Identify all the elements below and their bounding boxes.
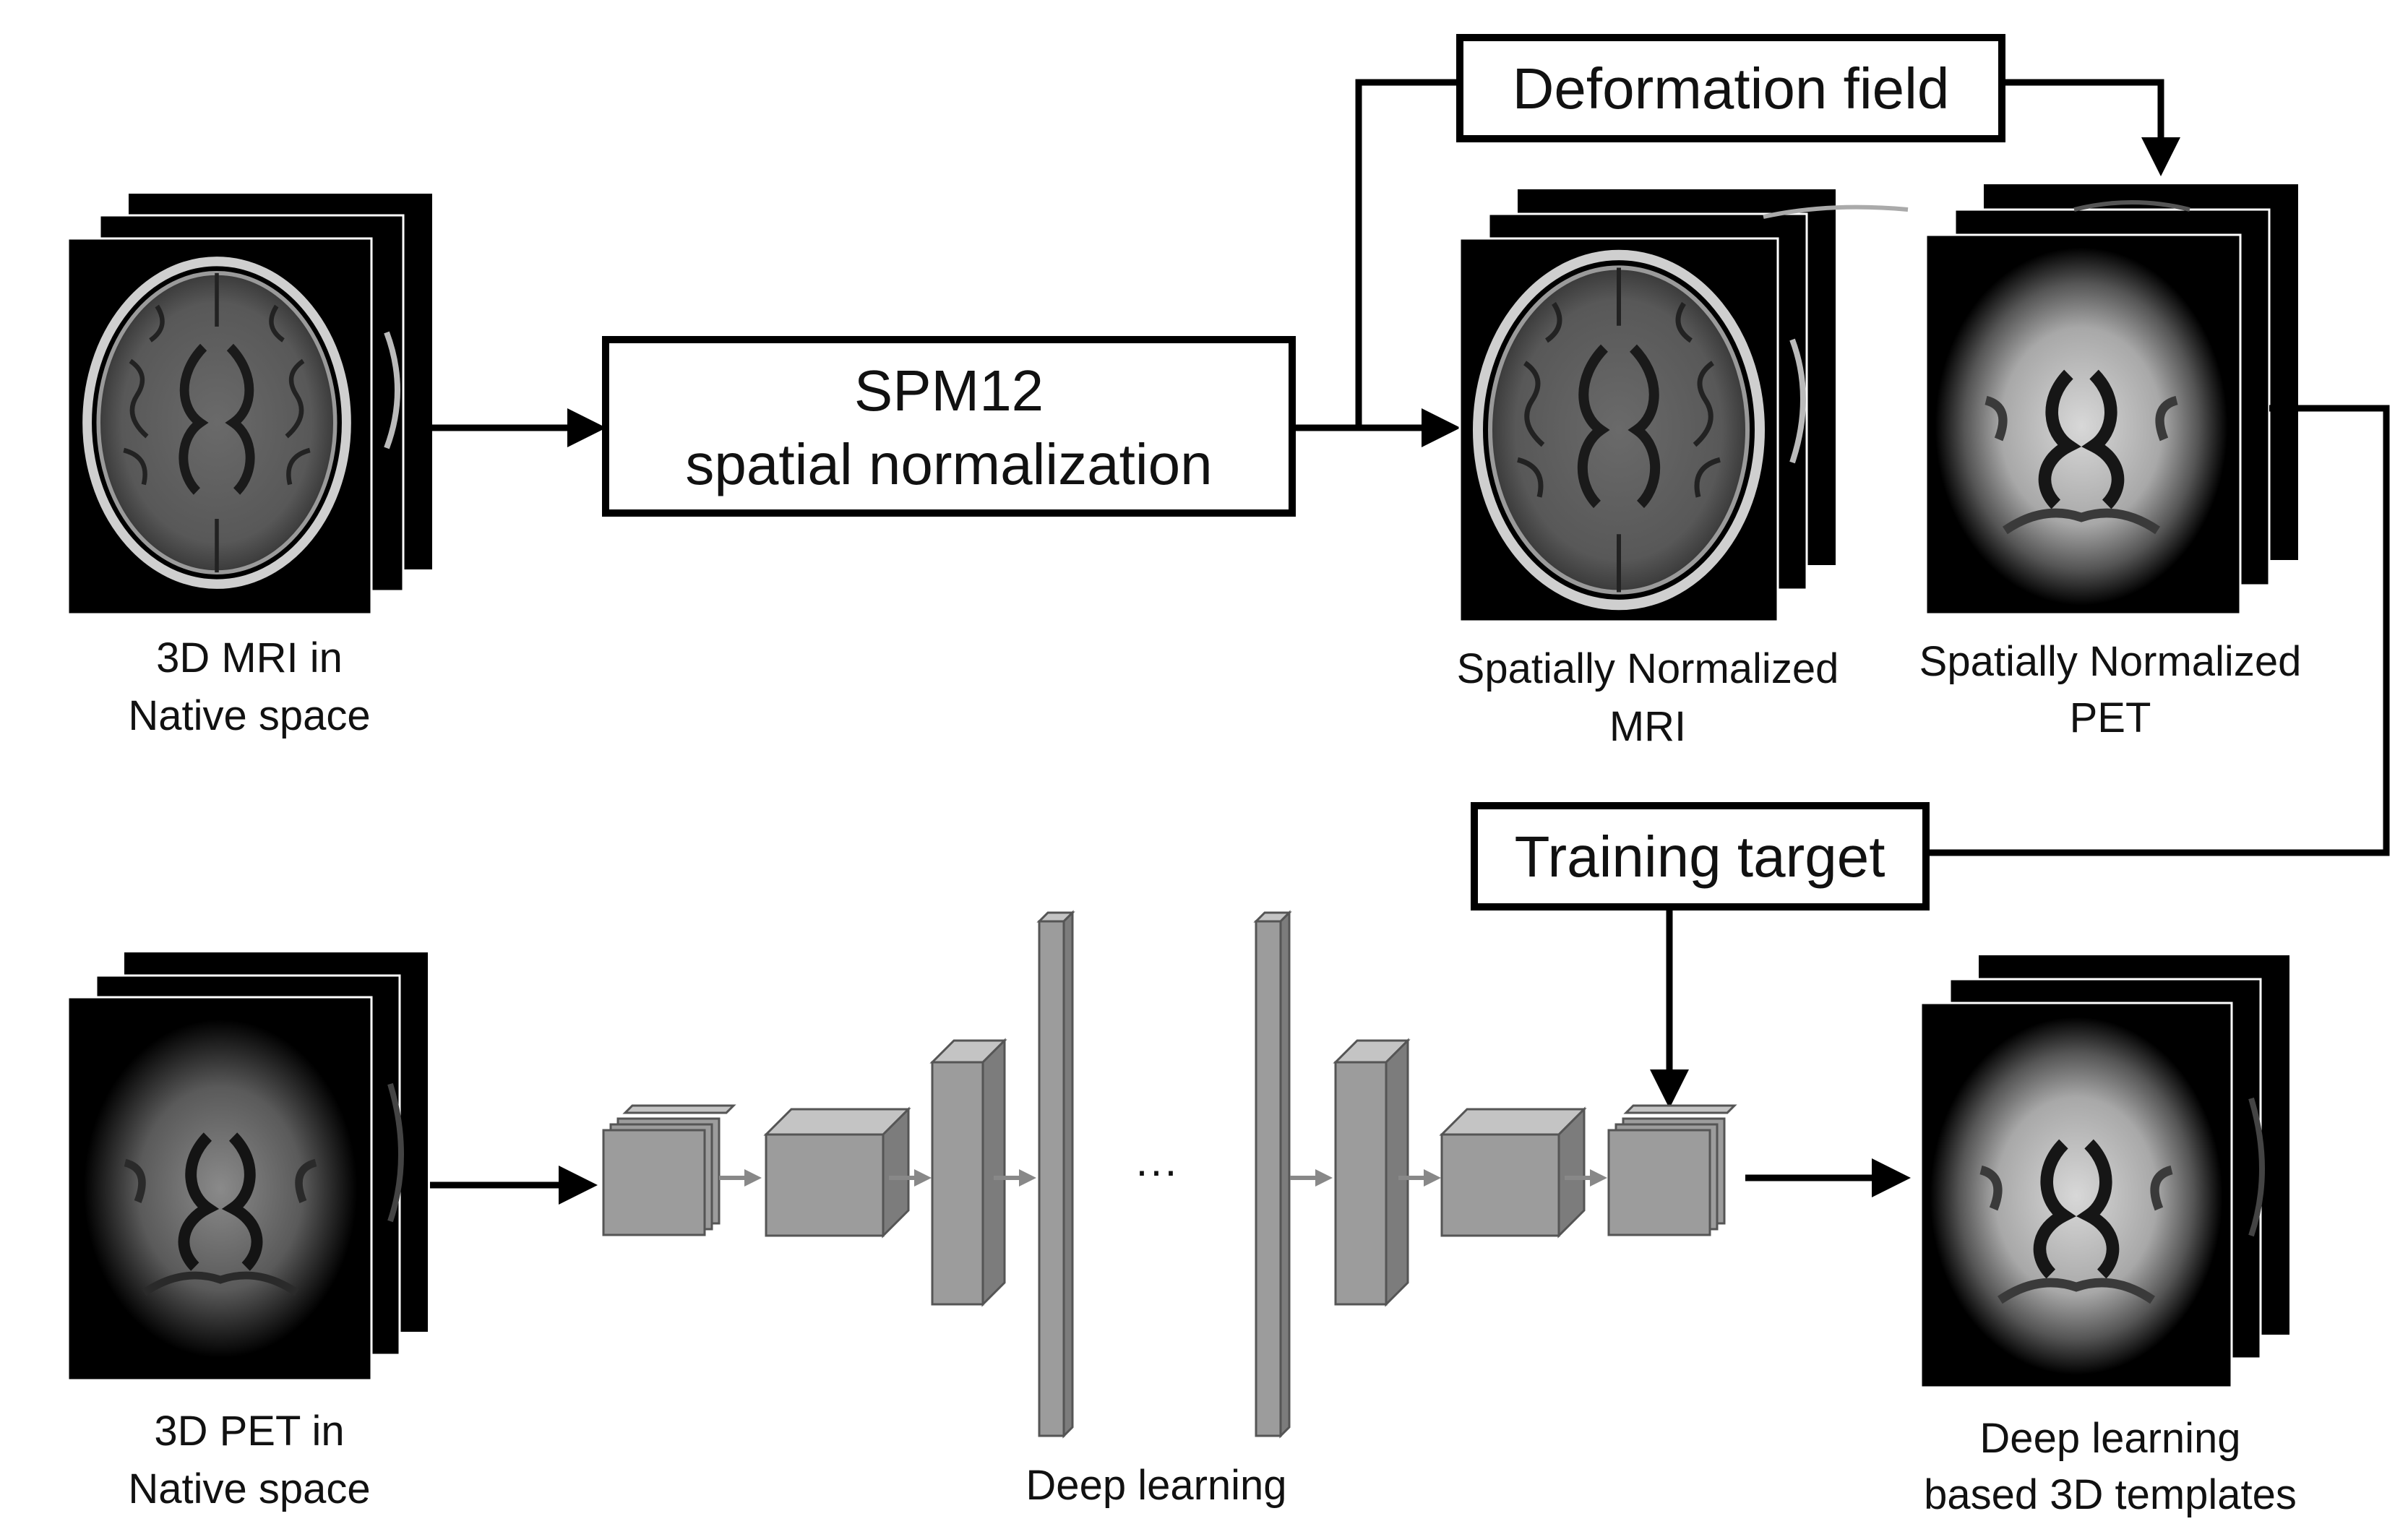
decoder-cube-2 (1439, 1106, 1587, 1239)
mri-native-label-line1: 3D MRI in (156, 634, 343, 681)
arrow-deformation-to-norm-pet (2002, 79, 2180, 176)
deformation-field-label: Deformation field (1513, 56, 1950, 121)
arrow-spm12-to-deformation (1355, 79, 1460, 428)
spm12-label: SPM12 (854, 358, 1044, 423)
norm-pet-label-line2: PET (2070, 694, 2151, 741)
connector-norm-pet-to-training (1926, 405, 2390, 856)
templates-label-line1: Deep learning (1979, 1415, 2240, 1462)
ellipsis-label: ··· (1135, 1146, 1178, 1194)
input-block (602, 1104, 736, 1236)
norm-mri-label-line1: Spatially Normalized (1457, 645, 1839, 692)
norm-mri-stack (1458, 189, 1909, 623)
norm-pet-label-line1: Spatially Normalized (1919, 638, 2302, 685)
pet-native-brain-image (84, 1020, 357, 1358)
network: ··· (602, 910, 1737, 1439)
deep-learning-label: Deep learning (1025, 1462, 1286, 1509)
encoder-cube-1 (763, 1106, 911, 1239)
templates-label-line2: based 3D templates (1924, 1471, 2297, 1518)
mri-native-label-line2: Native space (128, 692, 370, 739)
training-target-label: Training target (1515, 825, 1885, 889)
encoder-block-2 (929, 1038, 1007, 1307)
templates-brain-image (1930, 1017, 2223, 1375)
training-target-box: Training target (1471, 802, 1930, 910)
pet-native-label-line1: 3D PET in (154, 1408, 344, 1455)
bottleneck-slab-1 (1036, 910, 1075, 1439)
decoder-block-1 (1333, 1038, 1411, 1307)
mri-brain-image (87, 262, 347, 585)
spm12-box: SPM12 spatial normalization (602, 336, 1296, 517)
norm-pet-brain-image (1935, 248, 2228, 606)
templates-stack (1919, 955, 2289, 1389)
norm-mri-brain-image (1478, 255, 1760, 605)
mri-native-stack (66, 194, 432, 616)
bottleneck-slab-2 (1253, 910, 1292, 1439)
deformation-field-box: Deformation field (1456, 34, 2005, 142)
spatial-normalization-label: spatial normalization (685, 432, 1212, 496)
pet-native-label-line2: Native space (128, 1465, 370, 1512)
pet-native-stack (66, 952, 428, 1382)
norm-mri-label-line2: MRI (1609, 703, 1686, 750)
output-block (1607, 1104, 1737, 1236)
norm-pet-stack (1925, 184, 2298, 616)
